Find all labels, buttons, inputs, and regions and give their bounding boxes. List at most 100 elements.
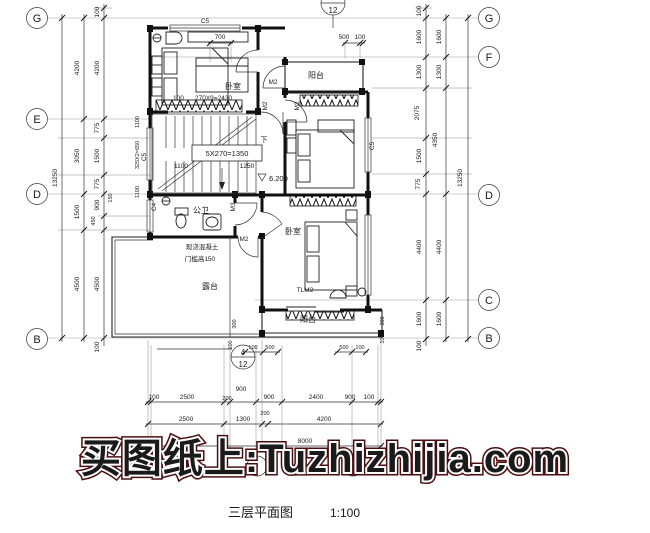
svg-text:买图纸上:Tuzhizhijia.com: 买图纸上:Tuzhizhijia.com: [81, 437, 569, 481]
door-m2-terrace: [237, 236, 259, 258]
svg-text:1300: 1300: [416, 64, 423, 79]
svg-text:M3: M3: [230, 202, 237, 211]
svg-text:775: 775: [94, 178, 101, 189]
svg-text:500: 500: [265, 345, 274, 351]
windows: [146, 24, 372, 296]
svg-text:2500: 2500: [179, 416, 194, 423]
svg-text:1500: 1500: [74, 204, 81, 219]
window-c5-top: [169, 24, 241, 32]
svg-text:C4: C4: [151, 202, 158, 211]
window-c4-bath: [146, 199, 154, 233]
svg-text:12: 12: [239, 360, 248, 369]
svg-text:500: 500: [339, 345, 348, 351]
wardrobe-bedroom1: [151, 31, 249, 97]
svg-text:C5: C5: [201, 18, 210, 25]
svg-text:100: 100: [94, 341, 101, 352]
svg-text:100: 100: [94, 6, 101, 17]
label-bathroom: 公卫: [193, 206, 209, 215]
svg-text:C: C: [485, 295, 493, 307]
svg-text:775: 775: [415, 178, 422, 189]
svg-text:D: D: [485, 190, 493, 202]
svg-text:100: 100: [248, 345, 257, 351]
svg-text:200: 200: [260, 411, 269, 417]
axis-bubbles: G E D B G F D C B: [26, 7, 500, 477]
label-bedroom3: 卧室: [285, 226, 301, 236]
svg-text:C5: C5: [141, 152, 148, 161]
dims-bottom: 100 2500 200 900 900 2400 900 100 2500 1…: [149, 319, 375, 445]
dims-left: 13250 4200 3050 1500 4500 100 4200 775 1…: [52, 6, 141, 352]
dims-right: 100 1600 1300 2075 1500 775 4400 1600 10…: [380, 5, 464, 351]
axis-right-C: C: [478, 289, 500, 311]
svg-text:TLM2: TLM2: [297, 287, 314, 294]
caption: 三层平面图 1:100: [228, 505, 360, 520]
axis-left-D: D: [26, 183, 48, 205]
svg-text:1100: 1100: [174, 163, 188, 170]
door-window-tags: C5 C5 C5 C4 M2 M2 M2 M2 M3 TLM2: [141, 18, 376, 294]
axis-left-E: E: [26, 108, 48, 130]
svg-text:900: 900: [94, 199, 101, 210]
svg-text:2075: 2075: [414, 105, 421, 120]
axis-left-G: G: [26, 7, 48, 29]
label-bedroom1: 卧室: [225, 81, 241, 91]
staircase: [151, 113, 267, 194]
svg-text:1300: 1300: [436, 64, 443, 79]
dimension-lines: [61, 4, 469, 447]
bed-bedroom2: [286, 119, 355, 189]
svg-text:M2: M2: [294, 101, 301, 110]
axis-left-B: B: [26, 328, 48, 350]
svg-text:1600: 1600: [416, 29, 423, 44]
svg-text:G: G: [33, 13, 42, 25]
svg-text:M2: M2: [268, 79, 277, 86]
svg-text:1300: 1300: [236, 416, 251, 423]
svg-text:F: F: [486, 52, 493, 64]
bathroom-fixtures: [161, 196, 222, 231]
svg-text:900: 900: [345, 394, 356, 401]
svg-text:4200: 4200: [74, 60, 81, 75]
svg-text:B: B: [485, 333, 492, 345]
svg-text:325X2=650: 325X2=650: [135, 141, 141, 169]
svg-text:100: 100: [173, 95, 184, 102]
svg-text:3050: 3050: [74, 148, 81, 163]
door-bedroom1: [235, 49, 259, 73]
label-balcony-top: 阳台: [308, 70, 324, 80]
svg-text:200: 200: [222, 396, 231, 402]
window-c5-stair: [146, 127, 154, 181]
svg-text:5X270=1350: 5X270=1350: [206, 149, 249, 158]
door-m2-stair: [260, 111, 284, 135]
dimension-ticks: [58, 4, 472, 450]
axis-right-D: D: [478, 184, 500, 206]
hatch-bands: [155, 94, 359, 321]
svg-text:700: 700: [215, 34, 226, 41]
svg-text:B: B: [33, 334, 40, 346]
svg-text:4400: 4400: [416, 239, 423, 254]
svg-text:12: 12: [329, 6, 338, 15]
axis-right-F: F: [478, 46, 500, 68]
svg-text:M2: M2: [239, 236, 248, 243]
svg-text:D: D: [33, 189, 41, 201]
section-marker-bottom: 4 12: [157, 344, 256, 370]
label-note2: 门槛高150: [185, 254, 216, 263]
svg-text:1600: 1600: [436, 311, 443, 326]
svg-text:450: 450: [91, 216, 97, 225]
door-m3-bath: [234, 202, 258, 226]
svg-text:100: 100: [416, 5, 423, 16]
svg-text:500: 500: [339, 34, 350, 41]
stair-texts: 100 270X9=2430 5X270=1350 1100 1250: [173, 95, 255, 170]
svg-text:4350: 4350: [432, 132, 439, 147]
svg-text:4500: 4500: [74, 276, 81, 291]
svg-text:1600: 1600: [436, 29, 443, 44]
doors: [234, 49, 344, 313]
svg-text:150: 150: [108, 193, 114, 202]
door-tlm2-sliding: [286, 306, 344, 313]
label-note1: 现浇混凝土: [186, 242, 219, 251]
window-c5-bedroom2: [364, 117, 372, 173]
watermark: 买图纸上:Tuzhizhijia.com 买图纸上:Tuzhizhijia.co…: [77, 434, 571, 485]
dims-top: 700 500 100: [215, 34, 366, 41]
bed-bedroom3: [304, 209, 367, 299]
svg-text:1100: 1100: [135, 186, 141, 198]
svg-text:900: 900: [236, 386, 247, 393]
svg-text:1600: 1600: [416, 311, 423, 326]
svg-text:300: 300: [232, 319, 238, 328]
svg-text:775: 775: [94, 122, 101, 133]
